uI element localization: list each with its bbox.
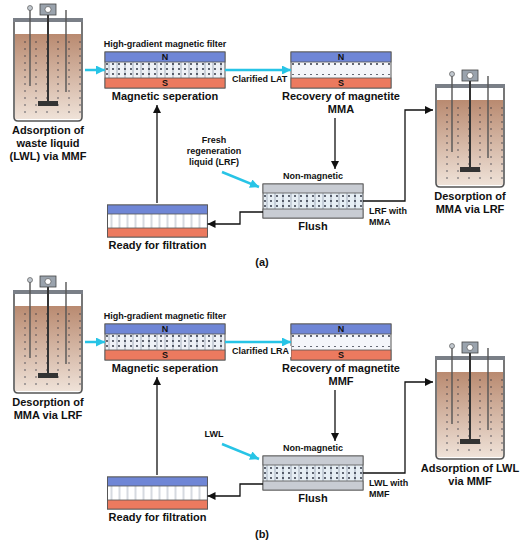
ready-filter-node: Ready for filtration	[95, 477, 220, 524]
unit-body	[11, 276, 85, 394]
process-panel	[13, 4, 505, 237]
panel-letter: (a)	[255, 256, 268, 269]
tank-node: Desorption of MMA via LRF	[2, 276, 94, 422]
unit-caption: Desorption of MMA via LRF	[420, 188, 520, 216]
unit-heading: High-gradient magnetic filter	[92, 311, 238, 324]
stream-label: Clarified LRA	[230, 346, 291, 357]
unit-body	[263, 456, 363, 490]
flow-arrow	[156, 377, 157, 475]
stream-label: LRF with MMA	[367, 206, 421, 228]
magnet-pole: S	[162, 78, 168, 89]
flush-node: Non-magneticFlush	[258, 456, 368, 505]
unit-body	[108, 205, 208, 237]
magnet-pole: N	[162, 324, 169, 335]
flow-arrow	[363, 110, 433, 201]
unit-caption: Magnetic seperation	[92, 88, 238, 103]
flow-arrow	[225, 341, 291, 344]
flow-arrow	[363, 382, 433, 473]
panel-letter: (b)	[255, 528, 269, 541]
unit-body	[433, 342, 507, 460]
unit-caption: Desorption of MMA via LRF	[2, 394, 94, 422]
unit-caption: Magnetic seperation	[92, 360, 238, 375]
tank-node: Adsorption of LWL via MMF	[420, 342, 520, 488]
stream-label: LWL	[174, 429, 254, 440]
unit-body	[108, 477, 208, 509]
flow-arrow	[334, 390, 335, 441]
magnet-pole: S	[162, 350, 168, 361]
unit-caption: Flush	[258, 218, 368, 233]
process-panel	[13, 276, 505, 509]
magnet-pole: N	[338, 52, 345, 63]
unit-heading: Non-magnetic	[258, 171, 368, 184]
flow-arrow	[208, 484, 264, 496]
magnet-pole: N	[162, 52, 169, 63]
magnet-pole: S	[338, 78, 344, 89]
tank-node: Desorption of MMA via LRF	[420, 70, 520, 216]
unit-caption: Adsorption of LWL via MMF	[420, 460, 520, 488]
ready-filter-node: Ready for filtration	[95, 205, 220, 252]
stream-label: LWL with MMF	[367, 478, 421, 500]
magnet-pole: S	[338, 350, 344, 361]
stream-label: Fresh regeneration liquid (LRF)	[174, 135, 254, 168]
unit-caption: Recovery of magnetite MMA	[282, 88, 400, 116]
unit-body	[433, 70, 507, 188]
unit-caption: Flush	[258, 490, 368, 505]
unit-heading: Non-magnetic	[258, 443, 368, 456]
flow-arrow	[85, 341, 105, 344]
flow-arrow	[156, 105, 157, 203]
magnet-pole: N	[338, 324, 345, 335]
unit-caption: Recovery of magnetite MMF	[282, 360, 400, 388]
unit-body	[263, 184, 363, 218]
flush-node: Non-magneticFlush	[258, 184, 368, 233]
unit-heading: High-gradient magnetic filter	[92, 39, 238, 52]
flow-arrow	[334, 118, 335, 169]
unit-body	[11, 4, 85, 122]
tank-node: Adsorption of waste liquid (LWL) via MMF	[2, 4, 94, 163]
flow-arrow	[85, 69, 105, 72]
unit-caption: Ready for filtration	[95, 237, 220, 252]
flow-arrow	[225, 69, 291, 72]
unit-caption: Ready for filtration	[95, 509, 220, 524]
flow-arrow	[208, 212, 264, 224]
stream-label: Clarified LAT	[230, 74, 289, 85]
unit-caption: Adsorption of waste liquid (LWL) via MMF	[2, 122, 94, 163]
